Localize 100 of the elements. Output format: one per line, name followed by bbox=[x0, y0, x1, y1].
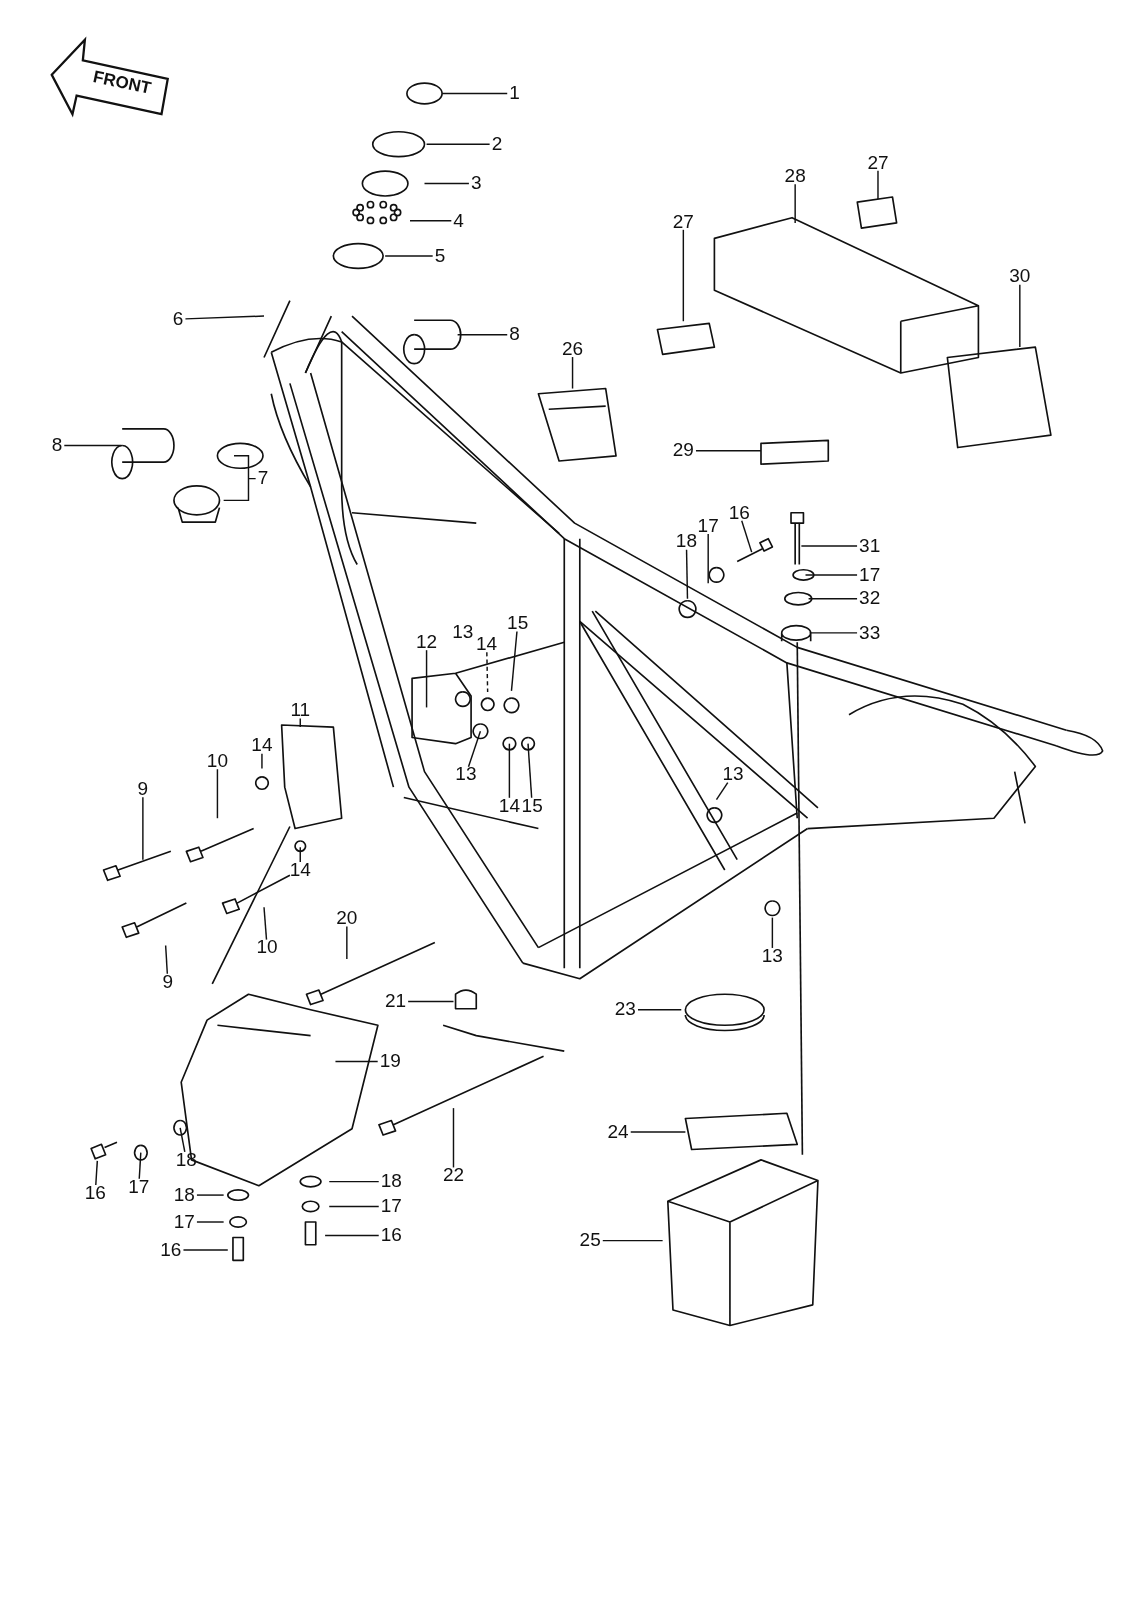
callout-number: 17 bbox=[127, 1176, 151, 1197]
callout-number: 14 bbox=[288, 859, 312, 880]
leader-line bbox=[425, 649, 428, 709]
callout-number: 15 bbox=[506, 613, 530, 634]
callout-number: 16 bbox=[379, 1225, 403, 1246]
leader-line bbox=[184, 315, 265, 320]
callout-number: 8 bbox=[50, 435, 64, 456]
leader-line bbox=[571, 356, 574, 390]
callout-number: 15 bbox=[520, 795, 544, 816]
callout-number: 13 bbox=[760, 945, 784, 966]
leader-line bbox=[407, 1000, 455, 1003]
callout-number: 18 bbox=[172, 1184, 196, 1205]
callout-number: 6 bbox=[171, 308, 185, 329]
callout-number: 28 bbox=[783, 166, 807, 186]
callout-number: 18 bbox=[379, 1171, 403, 1192]
leader-line bbox=[695, 449, 762, 452]
callout-number: 17 bbox=[379, 1196, 403, 1217]
leader-line bbox=[346, 925, 348, 960]
leader-line bbox=[179, 1127, 186, 1153]
leader-line bbox=[771, 916, 774, 949]
callout-number: 10 bbox=[255, 937, 279, 958]
leader-line bbox=[142, 796, 144, 861]
leader-line bbox=[715, 781, 729, 801]
leader-line bbox=[804, 574, 858, 576]
callout-number: 18 bbox=[174, 1149, 198, 1170]
leader-line bbox=[808, 632, 858, 634]
callout-number: 16 bbox=[83, 1182, 107, 1203]
callout-number: 12 bbox=[415, 631, 439, 652]
callout-number: 5 bbox=[433, 245, 447, 266]
callout-number: 32 bbox=[858, 588, 882, 609]
callout-number: 8 bbox=[508, 324, 521, 345]
leader-line bbox=[95, 1160, 99, 1186]
leader-line bbox=[425, 143, 491, 145]
callout-number: 22 bbox=[441, 1165, 466, 1186]
leader-line bbox=[467, 730, 482, 768]
leader-line bbox=[222, 455, 257, 502]
callout-number: 30 bbox=[1008, 266, 1032, 287]
leader-line bbox=[216, 768, 219, 819]
leader-line bbox=[452, 1107, 455, 1169]
callout-number: 25 bbox=[578, 1230, 602, 1251]
leader-line bbox=[794, 183, 796, 224]
callout-number: 13 bbox=[451, 621, 475, 642]
leader-line bbox=[682, 229, 685, 322]
callout-number: 3 bbox=[469, 173, 483, 194]
leader-line bbox=[324, 1234, 380, 1237]
leader-line bbox=[261, 753, 263, 770]
leader-line bbox=[1019, 283, 1021, 348]
leader-line bbox=[685, 549, 689, 600]
callout-number: 17 bbox=[172, 1211, 196, 1232]
leader-line bbox=[164, 944, 169, 975]
leader-line bbox=[423, 182, 470, 185]
callout-number: 4 bbox=[452, 210, 465, 231]
leader-line bbox=[328, 1180, 380, 1183]
callout-number: 17 bbox=[858, 564, 882, 585]
callout-number: 14 bbox=[475, 634, 499, 654]
callout-number: 16 bbox=[727, 502, 751, 523]
callout-number: 29 bbox=[671, 440, 695, 461]
leader-line bbox=[707, 533, 709, 584]
leader-line bbox=[877, 170, 879, 200]
leader-line bbox=[299, 717, 301, 728]
leader-line bbox=[334, 1060, 379, 1063]
callout-number: 26 bbox=[561, 338, 585, 359]
leader-line bbox=[807, 598, 858, 600]
callout-number: 18 bbox=[674, 531, 698, 552]
callout-number: 1 bbox=[508, 83, 521, 104]
callout-number: 13 bbox=[721, 764, 745, 785]
leader-line bbox=[441, 92, 508, 95]
leader-line bbox=[637, 1009, 682, 1011]
leader-line bbox=[741, 520, 753, 553]
leader-line bbox=[196, 1194, 225, 1196]
callout-number: 10 bbox=[205, 751, 229, 771]
leader-line bbox=[63, 444, 122, 447]
leader-line bbox=[299, 846, 301, 863]
callout-number: 21 bbox=[383, 991, 408, 1012]
leader-line bbox=[602, 1239, 664, 1242]
leader-line bbox=[510, 630, 518, 692]
leader-line bbox=[800, 545, 858, 547]
callout-number: 20 bbox=[335, 908, 359, 929]
callout-number: 16 bbox=[159, 1239, 183, 1260]
callout-number: 11 bbox=[289, 700, 312, 721]
leader-line bbox=[486, 651, 489, 693]
callout-number: 27 bbox=[671, 211, 695, 232]
callout-number: 23 bbox=[613, 999, 637, 1020]
callout-number: 27 bbox=[866, 152, 890, 173]
leader-line bbox=[508, 742, 511, 799]
callout-number: 9 bbox=[136, 778, 150, 799]
leader-line bbox=[630, 1131, 687, 1133]
callout-number: 2 bbox=[490, 133, 504, 154]
callout-number: 14 bbox=[497, 795, 521, 816]
callout-number: 19 bbox=[378, 1051, 402, 1072]
callout-number: 24 bbox=[606, 1121, 630, 1142]
leader-line bbox=[196, 1221, 225, 1223]
callout-number: 7 bbox=[256, 468, 270, 489]
leader-line bbox=[384, 255, 434, 257]
callout-number: 9 bbox=[161, 971, 174, 992]
leader-line bbox=[527, 742, 533, 799]
leader-line bbox=[182, 1249, 229, 1251]
direction-label: FRONT bbox=[91, 67, 153, 98]
callout-number: 17 bbox=[696, 515, 720, 536]
leader-line bbox=[263, 906, 268, 941]
